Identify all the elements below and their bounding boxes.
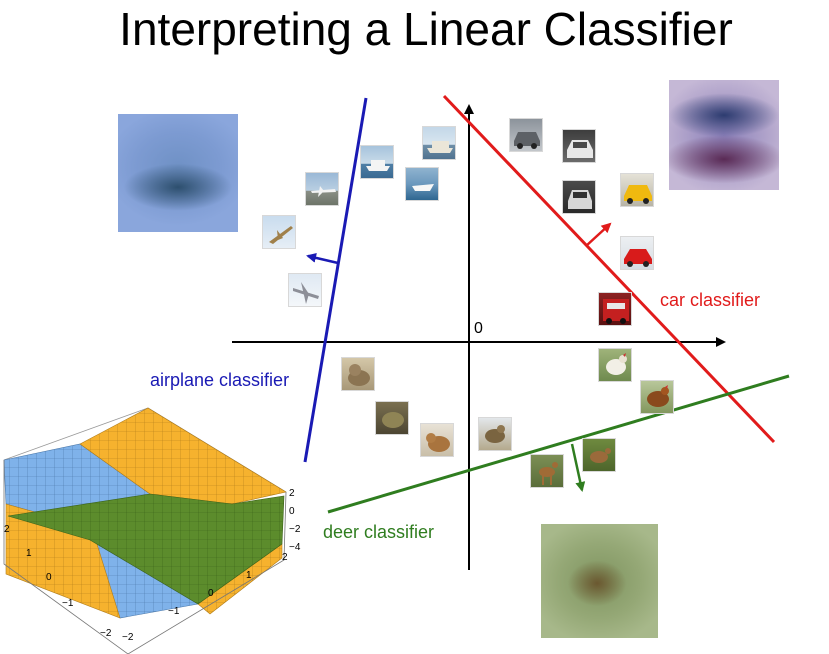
car-image [509, 118, 543, 152]
z-tick-label: 0 [289, 506, 295, 517]
car-image [562, 129, 596, 163]
slide-title: Interpreting a Linear Classifier [119, 3, 733, 55]
car-image [620, 173, 654, 207]
bird-image [598, 348, 632, 382]
left-axis-tick-label: 2 [4, 524, 10, 535]
airplane-image [262, 215, 296, 249]
car-template-image [669, 80, 779, 190]
car-image [620, 236, 654, 270]
car-normal-arrow [585, 222, 612, 247]
airplane-template-image [118, 114, 238, 232]
deer-classifier-label: deer classifier [323, 522, 435, 542]
airplane-image [305, 172, 339, 206]
deer-classifier-line [327, 374, 790, 514]
bottom-axis-tick-label: −1 [168, 606, 180, 617]
car-classifier-label: car classifier [660, 290, 761, 310]
bottom-axis-tick-label: 0 [208, 588, 214, 599]
airplane-normal-arrow [306, 252, 339, 265]
score-surfaces-3d-plot [3, 407, 287, 654]
car-image [562, 180, 596, 214]
bottom-axis-tick-label: 2 [282, 552, 288, 563]
bottom-axis-tick-label: 1 [246, 570, 252, 581]
airplane-classifier-line [303, 97, 368, 463]
origin-label: 0 [474, 320, 483, 337]
airplane-image [288, 273, 322, 307]
deer-image [530, 454, 564, 488]
truck-image [598, 292, 632, 326]
airplane-classifier-label: airplane classifier [150, 370, 290, 390]
z-tick-label: −4 [289, 542, 301, 553]
left-axis-tick-label: −2 [100, 628, 112, 639]
z-tick-label: 2 [289, 488, 295, 499]
deer-template-image [541, 524, 658, 638]
deer-normal-arrow [570, 443, 586, 492]
bottom-axis-tick-label: −2 [122, 632, 134, 643]
deer-image [582, 438, 616, 472]
bird-image [478, 417, 512, 451]
dog-image [420, 423, 454, 457]
left-axis-tick-label: −1 [62, 598, 74, 609]
ship-image [405, 167, 439, 201]
left-axis-tick-label: 1 [26, 548, 32, 559]
ship-image [422, 126, 456, 160]
ship-image [360, 145, 394, 179]
z-tick-label: −2 [289, 524, 301, 535]
car-classifier-line [442, 94, 776, 444]
cat-image [341, 357, 375, 391]
bird-image [640, 380, 674, 414]
frog-image [375, 401, 409, 435]
left-axis-tick-label: 0 [46, 572, 52, 583]
